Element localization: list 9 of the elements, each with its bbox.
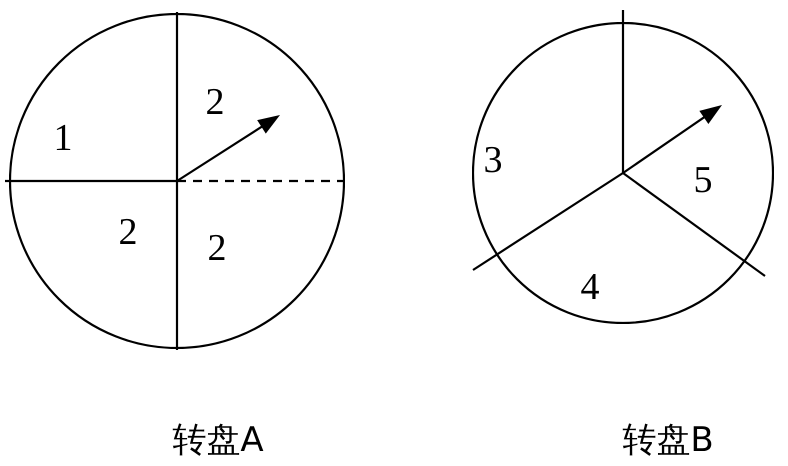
sector-number: 2 <box>206 83 224 121</box>
sector-number: 5 <box>694 161 712 199</box>
sector-number: 1 <box>54 119 72 157</box>
sector-number: 2 <box>208 229 226 267</box>
spinner-caption: 转盘A <box>172 423 264 457</box>
sector-number: 2 <box>118 213 138 251</box>
spinner-caption: 转盘B <box>622 423 714 457</box>
sector-number: 4 <box>580 268 600 306</box>
sector-number: 3 <box>484 141 502 179</box>
